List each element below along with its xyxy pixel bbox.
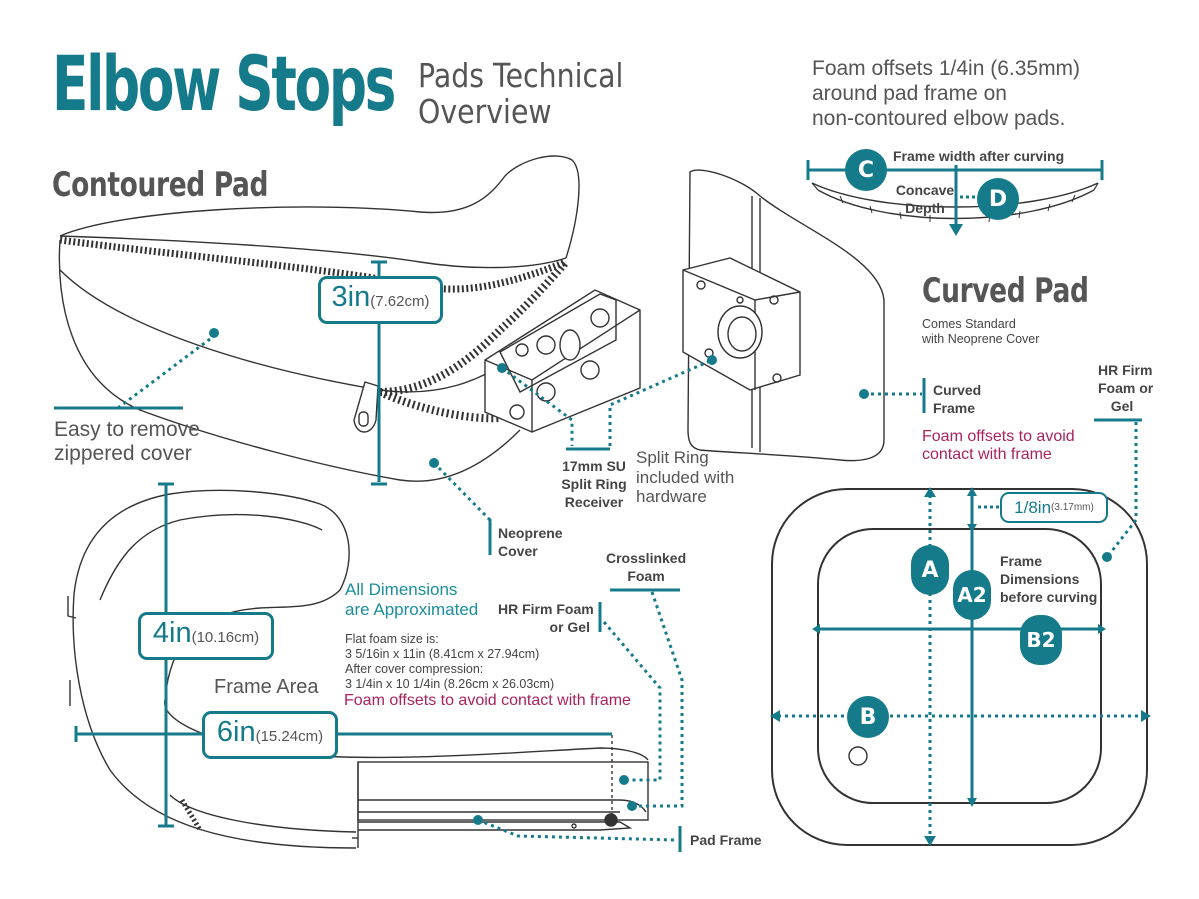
- crosslinked-foam-label: Crosslinked Foam: [606, 549, 686, 585]
- inset-unit: (3.17mm): [1051, 502, 1094, 513]
- flat-line-1: Flat foam size is:: [345, 632, 439, 646]
- crosslinked-line-2: Foam: [627, 568, 665, 585]
- c-marker: C: [845, 149, 887, 191]
- frame-dimensions-label: Frame Dimensions before curving: [1000, 552, 1097, 607]
- length-6in-box: 6in (15.24cm): [202, 711, 338, 759]
- dims-line-1: Frame: [1000, 553, 1043, 569]
- a-marker: A: [911, 545, 949, 595]
- hr-firm-foam-label: HR Firm Foam or Gel: [1098, 361, 1154, 416]
- zipper-label-line-2: zippered cover: [54, 442, 192, 466]
- subtitle-line-1: Pads Technical: [418, 56, 624, 95]
- neoprene-line-1: Neoprene: [498, 525, 563, 541]
- curved-offset-line-1: Foam offsets to avoid: [922, 428, 1075, 445]
- height-3in-box: 3in (7.62cm): [318, 276, 443, 324]
- curved-frame-label: Curved Frame: [933, 381, 981, 417]
- height-4in-unit: (10.16cm): [191, 629, 260, 646]
- height-4in-box: 4in (10.16cm): [138, 612, 274, 660]
- split-ring-line-3: hardware: [636, 487, 707, 507]
- length-6in-value: 6in: [216, 716, 256, 748]
- receiver-line-1: 17mm SU: [562, 458, 626, 474]
- height-3in-value: 3in: [331, 281, 371, 313]
- concave-depth-label: Concave Depth: [893, 181, 957, 217]
- height-4in-value: 4in: [152, 617, 192, 649]
- curve-width-diagram: [806, 160, 1104, 236]
- flat-line-2: 3 5/16in x 11in (8.41cm x 27.94cm): [345, 647, 540, 661]
- subtitle-line-2: Overview: [418, 91, 552, 131]
- curved-sub-line-1: Comes Standard: [922, 317, 1016, 331]
- foam-note-line-2: around pad frame on: [812, 82, 1007, 106]
- split-ring-label: Split Ring included with hardware: [636, 448, 734, 507]
- curved-foam-offset-note: Foam offsets to avoid contact with frame: [922, 428, 1075, 465]
- zipper-cover-label: Easy to remove zippered cover: [54, 418, 200, 466]
- curved-frame-line-2: Frame: [933, 400, 976, 417]
- receiver-line-2: Split Ring: [561, 476, 627, 493]
- side-view-drawing: [67, 489, 649, 849]
- curved-offset-line-2: contact with frame: [922, 446, 1052, 464]
- hr-line-3: Gel: [1110, 398, 1134, 415]
- foam-size-note: Flat foam size is: 3 5/16in x 11in (8.41…: [345, 632, 554, 692]
- inset-dim-box: 1/8in (3.17mm): [1000, 492, 1108, 523]
- flat-line-3: After cover compression:: [345, 662, 484, 676]
- curved-pad-heading: Curved Pad: [922, 271, 1089, 311]
- foam-note-line-3: non-contoured elbow pads.: [812, 107, 1066, 131]
- approx-line-2: are Approximated: [345, 600, 479, 620]
- subtitle: Pads Technical Overview: [418, 58, 623, 129]
- crosslinked-line-1: Crosslinked: [606, 550, 687, 566]
- neoprene-cover-label: Neoprene Cover: [498, 524, 563, 560]
- curved-pad-subtitle: Comes Standard with Neoprene Cover: [922, 317, 1039, 347]
- concave-line-1: Concave: [895, 182, 955, 198]
- split-ring-line-2: included with: [636, 467, 735, 487]
- height-3in-unit: (7.62cm): [370, 293, 430, 310]
- contoured-pad-heading: Contoured Pad: [52, 165, 269, 205]
- frame-area-label: Frame Area: [214, 676, 319, 698]
- neoprene-line-2: Cover: [498, 543, 538, 560]
- approximation-note: All Dimensions are Approximated: [345, 580, 478, 621]
- flat-line-4: 3 1/4in x 10 1/4in (8.26cm x 26.03cm): [345, 677, 555, 691]
- curved-frame-line-1: Curved: [933, 382, 982, 398]
- d-marker: D: [977, 178, 1019, 220]
- dims-line-2: Dimensions: [1000, 571, 1080, 588]
- b-marker: B: [847, 696, 889, 738]
- zipper-label-line-1: Easy to remove: [54, 418, 200, 441]
- side-hr-foam-label: HR Firm Foam or Gel: [498, 600, 594, 636]
- main-title: Elbow Stops: [52, 39, 396, 128]
- side-hr-line-2: or Gel: [549, 619, 590, 636]
- curved-sub-line-2: with Neoprene Cover: [922, 332, 1040, 346]
- approx-line-1: All Dimensions: [345, 580, 458, 599]
- inset-value: 1/8in: [1014, 497, 1052, 517]
- frame-width-label: Frame width after curving: [893, 148, 1065, 164]
- side-hr-line-1: HR Firm Foam: [498, 601, 594, 617]
- curved-pad-drawing: [682, 169, 885, 462]
- b2-marker: B2: [1020, 615, 1062, 665]
- split-ring-line-1: Split Ring: [636, 448, 709, 467]
- frame-plan-drawing: [771, 488, 1148, 846]
- concave-line-2: Depth: [905, 200, 945, 217]
- foam-offset-note: Foam offsets 1/4in (6.35mm) around pad f…: [812, 56, 1080, 132]
- receiver-line-3: Receiver: [564, 494, 624, 511]
- receiver-label: 17mm SU Split Ring Receiver: [558, 457, 630, 512]
- length-6in-unit: (15.24cm): [255, 728, 324, 745]
- foam-note-line-1: Foam offsets 1/4in (6.35mm): [812, 57, 1081, 80]
- plan-dimension-lines: [770, 487, 1151, 846]
- side-foam-offset-note: Foam offsets to avoid contact with frame: [344, 692, 631, 709]
- hr-line-1: HR Firm: [1098, 362, 1153, 378]
- hr-line-2: Foam or: [1098, 380, 1154, 397]
- pad-frame-label: Pad Frame: [690, 832, 762, 848]
- leader-lines: [54, 260, 1142, 852]
- dims-line-3: before curving: [1000, 589, 1098, 606]
- a2-marker: A2: [953, 570, 991, 620]
